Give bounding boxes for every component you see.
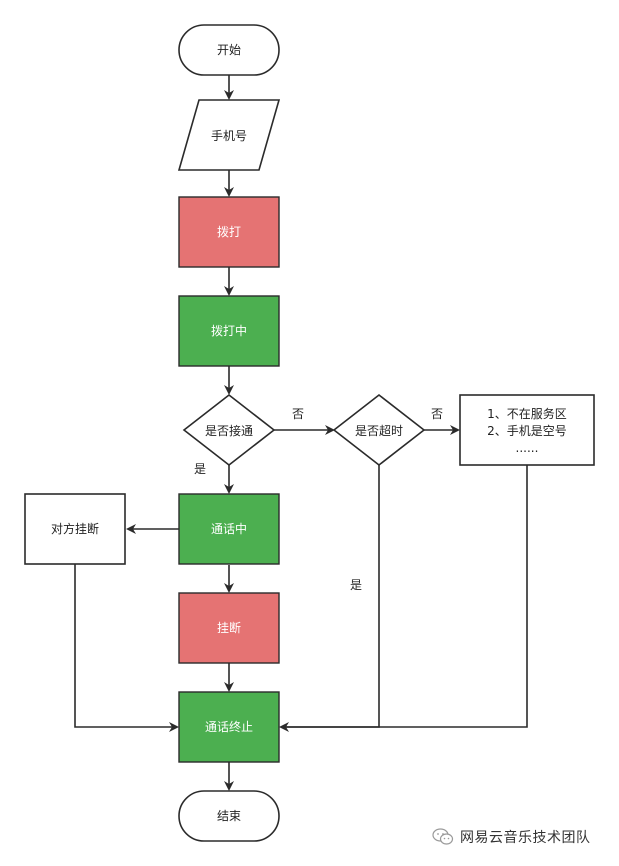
label-timeout-no: 否 bbox=[431, 407, 443, 421]
start-node bbox=[178, 24, 280, 76]
reason-line-1: 1、不在服务区 bbox=[487, 406, 567, 421]
peer-hangup-node bbox=[24, 493, 126, 565]
watermark-text: 网易云音乐技术团队 bbox=[460, 830, 591, 846]
connected-decision-node bbox=[182, 393, 276, 467]
end-label: 结束 bbox=[217, 809, 241, 823]
edge-reasons-callend bbox=[279, 465, 528, 732]
reasons-node bbox=[459, 394, 595, 466]
hangup-label: 挂断 bbox=[217, 620, 241, 635]
in-call-node bbox=[178, 493, 280, 565]
in-call-label: 通话中 bbox=[211, 521, 247, 536]
wechat-icon bbox=[432, 828, 454, 845]
timeout-decision-node bbox=[332, 393, 426, 467]
end-node bbox=[178, 790, 280, 842]
call-end-node bbox=[178, 691, 280, 763]
dial-node bbox=[178, 196, 280, 268]
edge-peerhangup-callend bbox=[74, 564, 179, 732]
hangup-node bbox=[178, 592, 280, 664]
edges bbox=[74, 75, 528, 791]
edge-timeout-callend bbox=[281, 465, 380, 728]
call-end-label: 通话终止 bbox=[205, 719, 253, 734]
reason-line-3: ...... bbox=[516, 441, 539, 455]
dialing-node bbox=[178, 295, 280, 367]
phone-input-node bbox=[177, 99, 281, 171]
dial-label: 拨打 bbox=[217, 225, 241, 239]
watermark: 网易云音乐技术团队 bbox=[432, 826, 591, 848]
label-connected-no: 否 bbox=[292, 407, 304, 421]
phone-label: 手机号 bbox=[211, 129, 247, 143]
label-timeout-yes: 是 bbox=[350, 578, 362, 592]
reason-line-2: 2、手机是空号 bbox=[487, 424, 567, 438]
start-label: 开始 bbox=[217, 43, 241, 57]
timeout-decision-label: 是否超时 bbox=[355, 423, 403, 438]
peer-hangup-label: 对方挂断 bbox=[51, 521, 99, 536]
label-connected-yes: 是 bbox=[194, 462, 206, 476]
connected-decision-label: 是否接通 bbox=[205, 423, 253, 438]
dialing-label: 拨打中 bbox=[211, 323, 247, 338]
